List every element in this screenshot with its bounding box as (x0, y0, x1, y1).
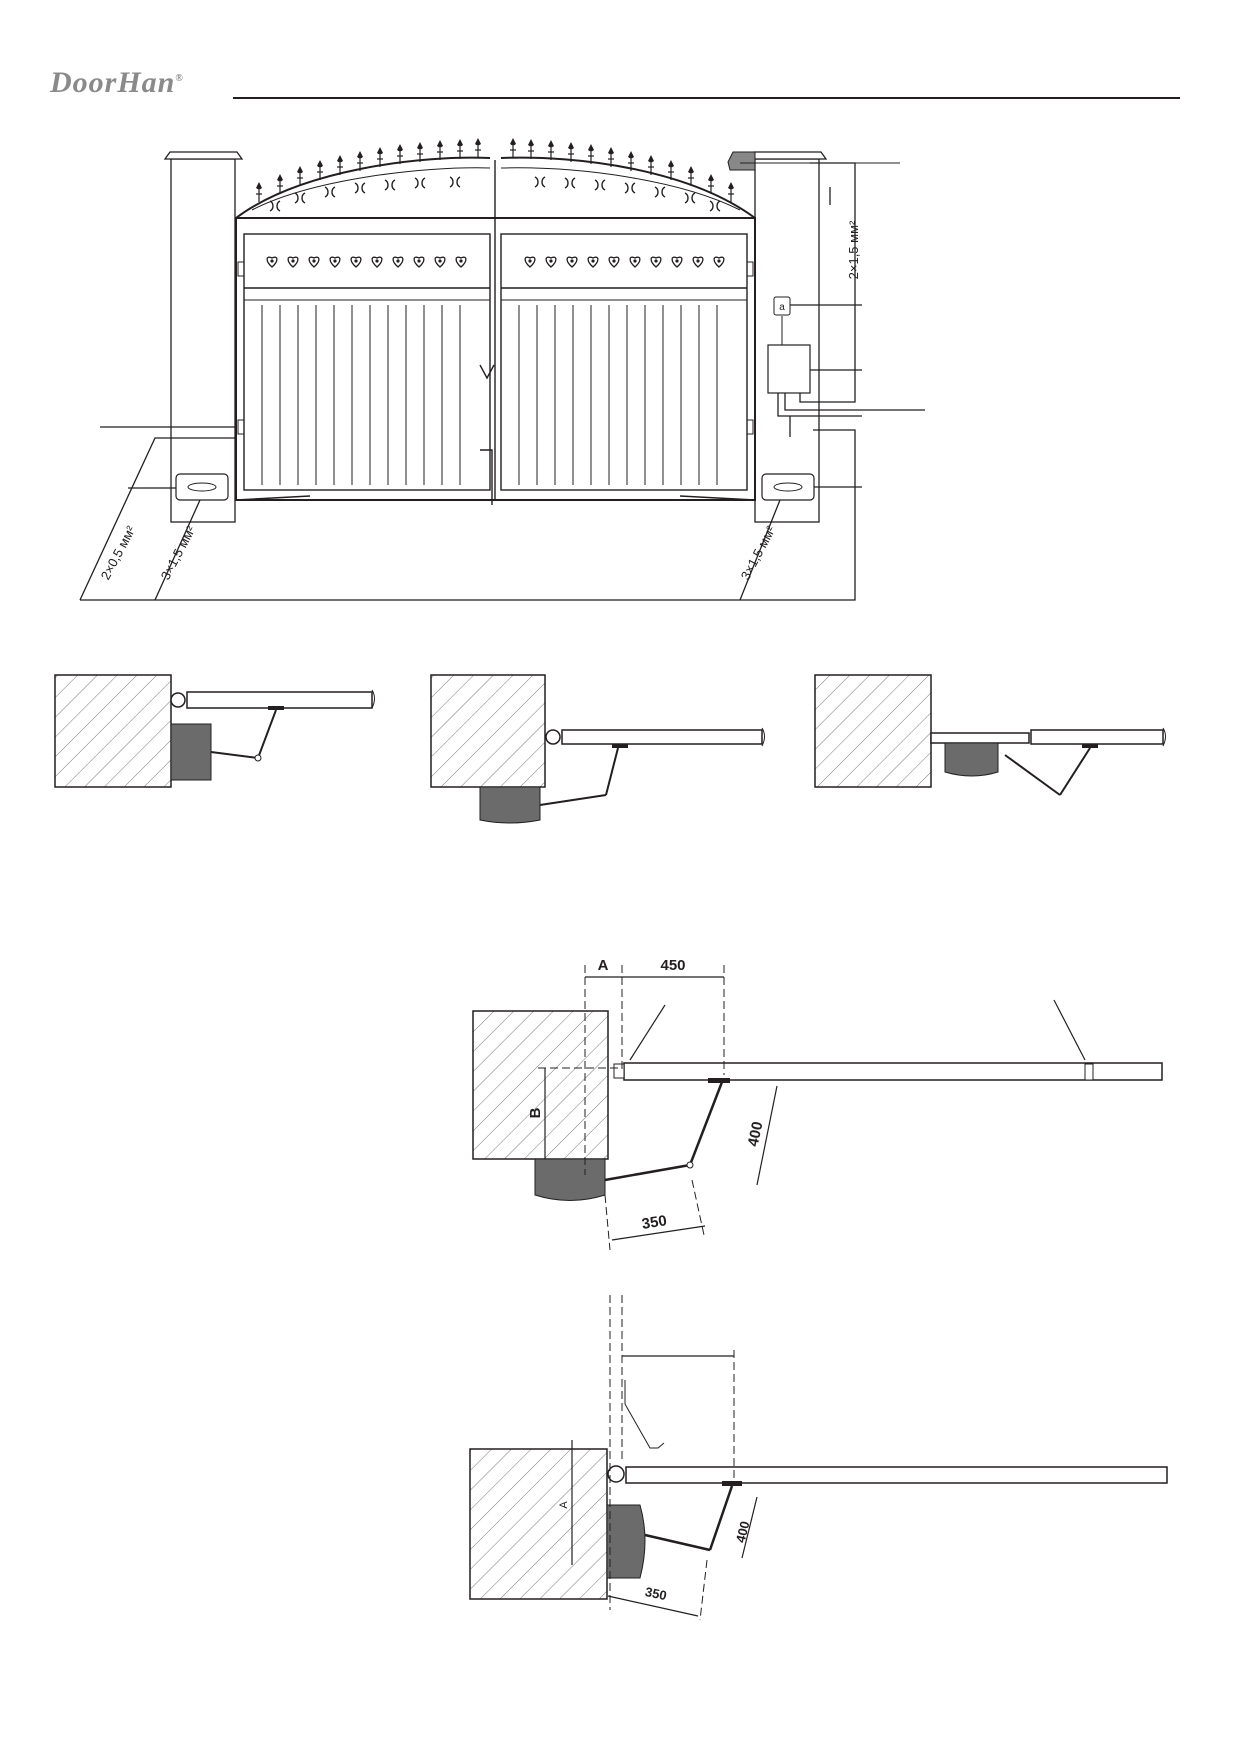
page-header: DoorHan® (50, 66, 1180, 106)
gate-handle-icon (479, 364, 495, 380)
gate-overview: a 2×1,5 мм² 2×0,5 мм² 3×1,5 мм² 3×1,5 мм… (79, 137, 925, 601)
plan-view-1 (54, 674, 375, 788)
gate-latch-icon (480, 449, 493, 505)
left-pillar (170, 158, 236, 523)
dim-350: 350 (641, 1212, 668, 1233)
label-b: B (527, 1107, 544, 1118)
svg-text:a: a (779, 302, 785, 313)
label-a-b: A (558, 1501, 570, 1509)
cable-label-right-power: 3×1,5 мм² (738, 523, 779, 582)
plan-view-2 (430, 674, 765, 824)
right-pillar (754, 158, 820, 523)
control-unit (767, 344, 811, 394)
signal-lamp-icon (727, 151, 756, 171)
plan-view-3 (814, 674, 1166, 796)
cable-label-left-signal: 2×0,5 мм² (98, 523, 139, 582)
radio-receiver (773, 296, 791, 316)
install-diagram-b: A 400 350 (469, 1295, 1168, 1621)
cable-label-left-power: 3×1,5 мм² (158, 523, 199, 582)
left-motor (175, 473, 229, 501)
cable-label-top: 2×1,5 мм² (846, 220, 861, 279)
label-a: A (598, 957, 609, 974)
dim-400: 400 (745, 1120, 767, 1148)
dim-350-b: 350 (644, 1584, 668, 1603)
doorhan-logo: DoorHan® (50, 66, 184, 99)
dim-450: 450 (660, 957, 685, 974)
right-motor (761, 473, 815, 501)
install-diagram-a: A 450 B 400 350 (472, 957, 1163, 1251)
header-rule (233, 97, 1180, 99)
dim-400-b: 400 (733, 1520, 753, 1545)
